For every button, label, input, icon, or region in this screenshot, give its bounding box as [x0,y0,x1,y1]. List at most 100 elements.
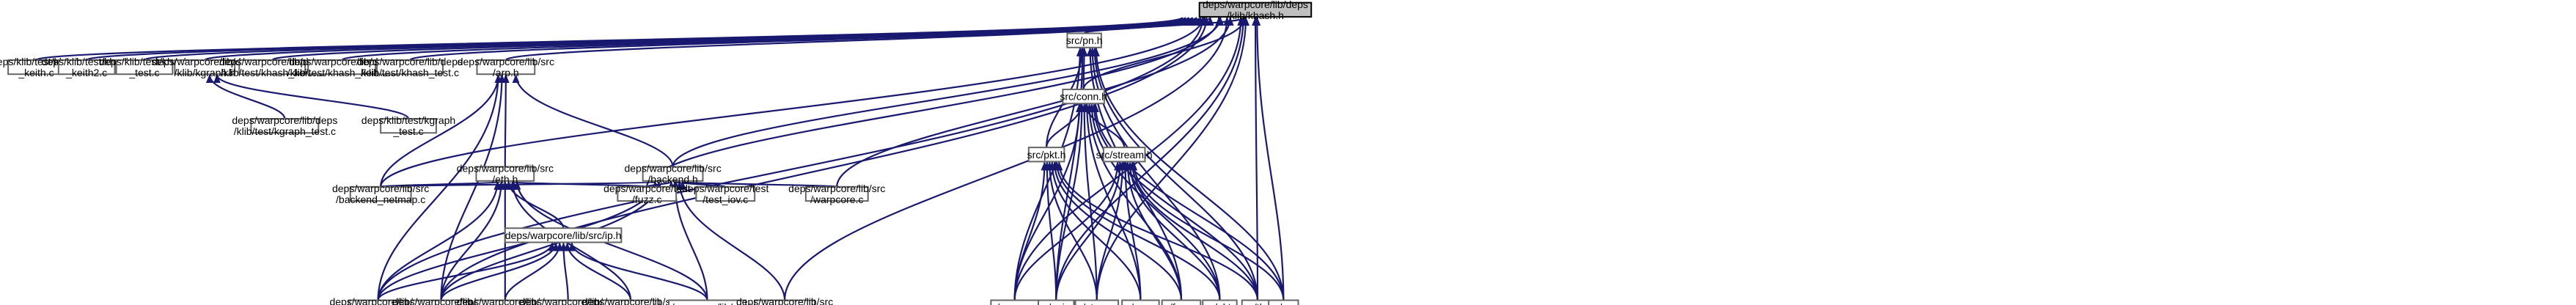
node-box [1268,299,1299,305]
node-box [174,59,236,76]
edge-streamc-to-pkth [1046,161,1098,301]
edge-quic-to-khash [1055,16,1247,301]
edge-sock-to-khash [784,16,1231,301]
node-ethc[interactable]: deps/warpcore/lib/src/eth.c [392,296,490,305]
node-pktc[interactable]: src/pkt.c [1200,299,1239,305]
node-label: /klib/kgraph.h [175,67,235,78]
node-label: src/stream.h [1096,149,1153,161]
node-box [307,59,377,76]
node-label: _test.c [128,67,159,78]
node-ethh[interactable]: deps/warpcore/lib/src/eth.h [457,163,554,185]
edge-kg_test1-to-kgraph [205,74,286,120]
node-label: deps/warpcore/lib/deps [357,56,463,67]
node-label: deps/klib/test/kgraph [362,114,455,126]
node-icmpc[interactable]: deps/warpcore/lib/src/icmp.c [582,296,679,305]
node-kgraph[interactable]: deps/warpcore/lib/deps/klib/kgraph.h [152,56,257,78]
node-label: /warpcore.c [810,194,863,205]
node-label: src/recovery.c [983,301,1046,305]
node-netmap[interactable]: deps/warpcore/lib/src/backend_netmap.c [332,183,429,205]
node-quic[interactable]: src/quic.c [1035,299,1078,305]
node-pkth[interactable]: src/pkt.h [1027,147,1066,163]
node-connc[interactable]: src/conn.c [1117,299,1164,305]
node-wt_test[interactable]: deps/warpcore/lib/deps/klib/test/khash_t… [357,56,463,78]
node-box [1066,32,1102,48]
node-label: src/pkt.h [1027,149,1066,161]
edge-quic-to-pkth [1043,161,1057,301]
node-pnh[interactable]: src/pn.h [1066,32,1103,48]
node-box [115,59,174,76]
node-ipc[interactable]: deps/warpcore/lib/src/ip.c [650,299,766,305]
node-iph[interactable]: deps/warpcore/lib/src/ip.h [504,227,623,243]
node-label: deps/warpcore/lib/src/ip.h [505,229,622,241]
node-label: /klib/khash.h [1227,10,1284,21]
node-box [348,299,408,305]
node-box [349,185,412,202]
node-sock[interactable]: deps/warpcore/lib/src/backend_sock.c [736,296,833,305]
edge-arpc-to-iph [377,242,556,301]
edge-icmpc-to-iph [563,242,632,301]
node-label: deps/warpcore/lib/src [736,296,833,305]
node-testiov[interactable]: deps/warpcore/test/test_iov.c [682,183,768,205]
node-box [537,299,600,305]
node-box [410,299,472,305]
node-box [1102,147,1146,163]
edge-quic-to-connh [1055,103,1086,301]
node-kt_test[interactable]: deps/klib/test/khash_test.c [99,56,189,78]
node-label: deps/klib/test/khash [99,56,189,67]
node-label: deps/warpcore/lib/src [457,163,554,174]
edge-ethh-to-arph [502,74,510,167]
node-box [695,185,756,202]
node-label: src/pkt.c [1200,301,1239,305]
node-label: deps/warpcore/lib/src [332,183,429,194]
node-frame[interactable]: src/frame.c [1156,299,1207,305]
node-label: deps/klib/test/khash [42,56,132,67]
node-kg_test1[interactable]: deps/warpcore/lib/deps/klib/test/kgraph_… [232,114,337,137]
node-label: deps/warpcore/lib/src [457,296,554,305]
node-label: deps/warpcore/lib/src [582,296,679,305]
node-cksum[interactable]: deps/warpcore/lib/src/in_cksum.c [520,296,617,305]
node-box [476,59,536,76]
node-box [1202,299,1238,305]
node-label: /klib/test/kgraph_test.c [234,125,336,137]
node-pnc[interactable]: src/pn.c [1266,299,1302,305]
node-arpc[interactable]: deps/warpcore/lib/src/arp.c [329,296,427,305]
edge-arpc-to-khash [377,16,1207,301]
node-khash[interactable]: deps/warpcore/lib/deps/klib/khash.h [1198,0,1313,21]
node-kg_test2[interactable]: deps/klib/test/kgraph_test.c [362,114,455,137]
node-label: src/pn.h [1066,34,1103,46]
node-label: src/stream.c [1069,301,1125,305]
node-box [376,59,444,76]
node-connh[interactable]: src/conn.h [1060,88,1107,105]
edge-tls-to-connh [1090,103,1259,301]
node-arph[interactable]: deps/warpcore/lib/src/arp.h [458,56,554,78]
node-streamh[interactable]: src/stream.h [1096,147,1153,163]
edge-backendh-to-arph [512,74,674,167]
node-udpc[interactable]: deps/warpcore/lib/src/udp.c [457,296,554,305]
node-box [1121,299,1160,305]
node-box [238,59,307,76]
edge-ipc-to-ethh [513,180,708,301]
node-box [1062,88,1105,105]
node-backendh[interactable]: deps/warpcore/lib/src/backend.h [624,163,721,185]
node-kt_kelh2[interactable]: deps/klib/test/khash_keith2.c [42,56,132,78]
node-box [617,185,678,202]
edge-recovery-to-pkth [1013,161,1049,301]
node-label: /backend_netmap.c [336,194,425,205]
node-label: deps/warpcore/lib/src [788,183,885,194]
node-label: _test.c [392,125,423,137]
node-box [1074,299,1120,305]
node-wt_kelh2[interactable]: deps/warpcore/lib/deps/klib/test/khash_k… [287,56,397,78]
node-warpcorec[interactable]: deps/warpcore/lib/src/warpcore.c [788,183,885,205]
edge-ethc-to-arph [440,74,506,301]
node-label: deps/warpcore/lib/deps [152,56,257,67]
edge-arpc-to-backendh [377,180,659,301]
node-fuzz[interactable]: deps/warpcore/test/fuzz.c [603,183,690,205]
edge-pnc-to-streamh [1130,161,1285,301]
node-tls[interactable]: src/tls.c [1240,299,1275,305]
edge-recovery-to-connh [1013,103,1083,301]
node-recovery[interactable]: src/recovery.c [983,299,1046,305]
node-wt_kelh[interactable]: deps/warpcore/lib/deps/klib/test/khash_k… [219,56,325,78]
edge-sock-to-backendh [675,180,786,301]
node-streamc[interactable]: src/stream.c [1069,299,1125,305]
node-label: /eth.h [492,174,518,185]
